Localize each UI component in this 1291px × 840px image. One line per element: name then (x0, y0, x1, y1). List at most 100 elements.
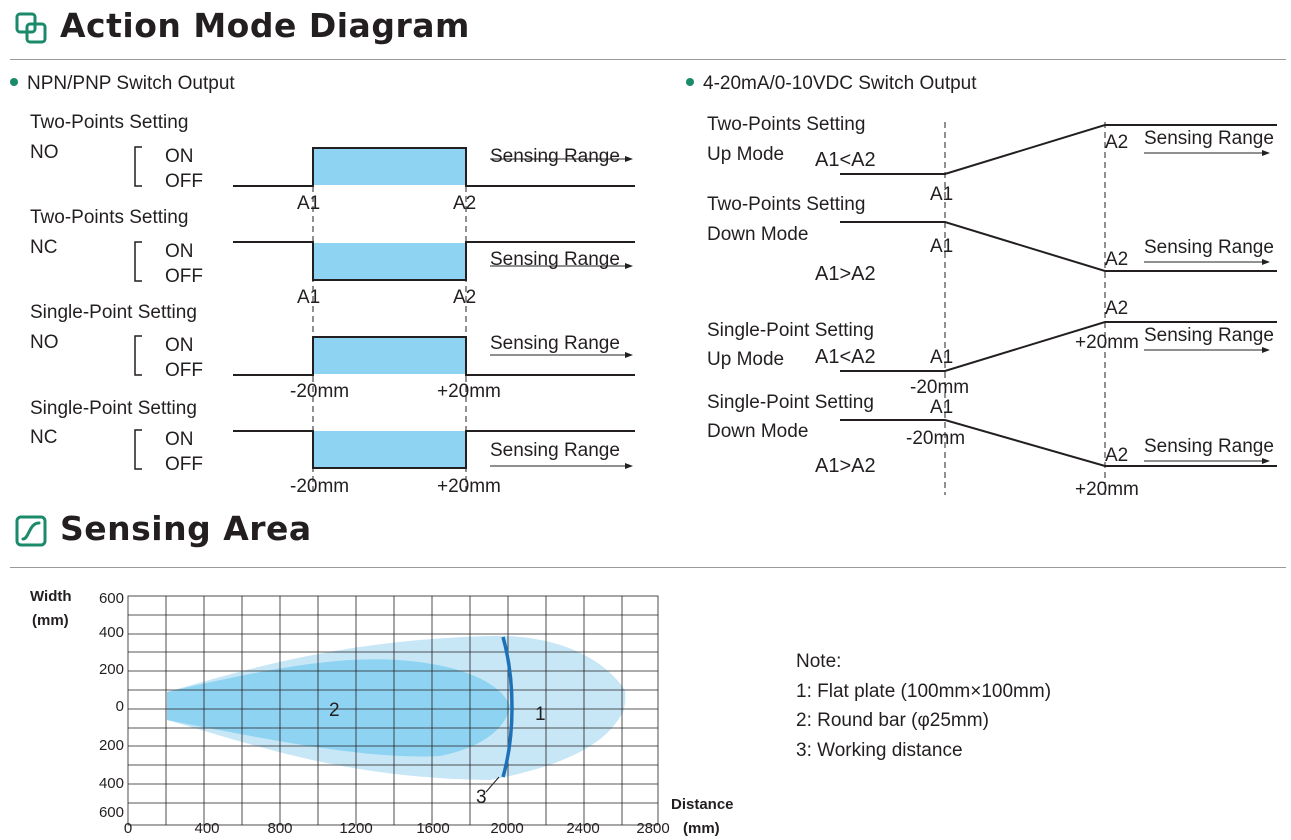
notes-heading: Note: (796, 651, 842, 672)
analog-row1-curve: A1<A2 A1 A2 Sensing Range (815, 124, 1277, 205)
y-axis-unit: (mm) (32, 612, 69, 629)
on-label: ON (165, 241, 194, 262)
npn-row3-mode: NO (30, 332, 59, 353)
bullet-icon (686, 77, 694, 86)
npn-row1-mode: NO (30, 142, 59, 163)
section-title-sensing-area: Sensing Area (60, 509, 312, 548)
overlap-squares-icon (15, 12, 47, 44)
curve-square-icon (15, 515, 47, 547)
region-label-round-bar: 2 (329, 700, 340, 721)
npn-row1-setting: Two-Points Setting (30, 112, 189, 133)
npn-row2-mode: NC (30, 237, 58, 258)
a1-mark: A1 (930, 347, 953, 368)
npn-timing-diagram: ON OFF Sensing Range A1 A2 ON OFF Sensin… (134, 146, 635, 497)
y-tick: 200 (99, 737, 124, 754)
a2-mark: A2 (1105, 298, 1128, 319)
sensing-area-chart: Width (mm) 2 1 3 600 400 200 0 200 400 6… (30, 588, 734, 837)
a1-mark: A1 (930, 236, 953, 257)
analog-row4-mode: Down Mode (707, 421, 809, 442)
x-tick: 2800 (636, 820, 669, 837)
analog-timing-diagram: A1<A2 A1 A2 Sensing Range A1 A1>A2 A2 Se… (815, 122, 1277, 500)
x-axis-unit: (mm) (683, 820, 720, 837)
npn-heading: NPN/PNP Switch Output (10, 73, 235, 95)
callout-leader (485, 776, 500, 793)
sensing-range-label: Sensing Range (490, 249, 620, 270)
y-tick: 0 (116, 698, 124, 715)
y-tick: 400 (99, 775, 124, 792)
plus-20mm-mark: +20mm (437, 381, 501, 402)
region-label-flat-plate: 1 (535, 704, 546, 725)
npn-row2-waveform: ON OFF Sensing Range A1 A2 (134, 241, 635, 308)
note-item-flat-plate: 1: Flat plate (100mm×100mm) (796, 680, 1052, 702)
analog-row3-curve: A2 A1<A2 A1 +20mm Sensing Range -20mm (815, 298, 1277, 398)
divider (10, 567, 1286, 568)
sensing-range-label: Sensing Range (1144, 128, 1274, 149)
minus-20mm-mark: -20mm (290, 476, 349, 497)
off-label: OFF (165, 171, 203, 192)
working-distance-line (501, 636, 514, 778)
analog-row1-mode: Up Mode (707, 144, 785, 165)
y-tick-labels: 600 400 200 0 200 400 600 (99, 590, 124, 821)
minus-20mm-mark: -20mm (906, 428, 965, 449)
analog-row3-mode: Up Mode (707, 349, 785, 370)
y-tick: 600 (99, 590, 124, 607)
a1-mark: A1 (297, 287, 320, 308)
sensing-range-label: Sensing Range (490, 440, 620, 461)
note-item-working-distance: 3: Working distance (796, 739, 963, 761)
x-tick: 1200 (339, 820, 372, 837)
x-tick-labels: 0 400 800 1200 1600 2000 2400 2800 (124, 820, 670, 837)
npn-row2-setting: Two-Points Setting (30, 207, 189, 228)
x-tick: 0 (124, 820, 132, 837)
notes-box: Note: 1: Flat plate (100mm×100mm) 2: Rou… (796, 647, 1051, 765)
a2-mark: A2 (1105, 249, 1128, 270)
off-label: OFF (165, 454, 203, 475)
x-tick: 800 (267, 820, 292, 837)
relation-label: A1>A2 (815, 455, 876, 477)
note-item-round-bar: 2: Round bar (φ25mm) (796, 710, 989, 731)
analog-row3-setting: Single-Point Setting (707, 320, 874, 341)
npn-row4-waveform: ON OFF Sensing Range -20mm +20mm (134, 429, 635, 497)
analog-row2-curve: A1 A1>A2 A2 Sensing Range (815, 221, 1277, 285)
region-label-working-distance: 3 (476, 787, 487, 808)
a1-mark: A1 (930, 184, 953, 205)
a2-mark: A2 (1105, 132, 1128, 153)
sensing-range-label: Sensing Range (1144, 237, 1274, 258)
a2-mark: A2 (453, 193, 476, 214)
section-title-action-mode: Action Mode Diagram (60, 6, 470, 45)
minus-20mm-mark: -20mm (290, 381, 349, 402)
y-tick: 200 (99, 661, 124, 678)
off-label: OFF (165, 360, 203, 381)
analog-heading: 4-20mA/0-10VDC Switch Output (686, 73, 977, 95)
npn-row4-mode: NC (30, 427, 58, 448)
a1-mark: A1 (297, 193, 320, 214)
analog-row1-setting: Two-Points Setting (707, 114, 866, 135)
a2-mark: A2 (1105, 445, 1128, 466)
relation-label: A1<A2 (815, 149, 876, 171)
sensing-range-label: Sensing Range (1144, 436, 1274, 457)
y-axis-label: Width (30, 588, 72, 605)
npn-row4-setting: Single-Point Setting (30, 398, 197, 419)
bullet-icon (10, 77, 18, 86)
on-label: ON (165, 335, 194, 356)
x-tick: 2000 (490, 820, 523, 837)
relation-label: A1>A2 (815, 263, 876, 285)
round-bar-region (167, 659, 510, 757)
x-axis-label: Distance (671, 796, 734, 813)
relation-label: A1<A2 (815, 346, 876, 368)
off-label: OFF (165, 266, 203, 287)
analog-row2-setting: Two-Points Setting (707, 194, 866, 215)
npn-row3-waveform: ON OFF Sensing Range -20mm +20mm (134, 333, 635, 402)
plus-20mm-mark: +20mm (437, 476, 501, 497)
plus-20mm-mark: +20mm (1075, 479, 1139, 500)
sensing-range-label: Sensing Range (1144, 325, 1274, 346)
divider (10, 59, 1286, 60)
sensing-range-label: Sensing Range (490, 146, 620, 167)
y-tick: 400 (99, 624, 124, 641)
sensing-range-label: Sensing Range (490, 333, 620, 354)
analog-row4-setting: Single-Point Setting (707, 392, 874, 413)
plus-20mm-mark: +20mm (1075, 332, 1139, 353)
x-tick: 400 (194, 820, 219, 837)
minus-20mm-mark: -20mm (910, 377, 969, 398)
x-tick: 1600 (416, 820, 449, 837)
a2-mark: A2 (453, 287, 476, 308)
